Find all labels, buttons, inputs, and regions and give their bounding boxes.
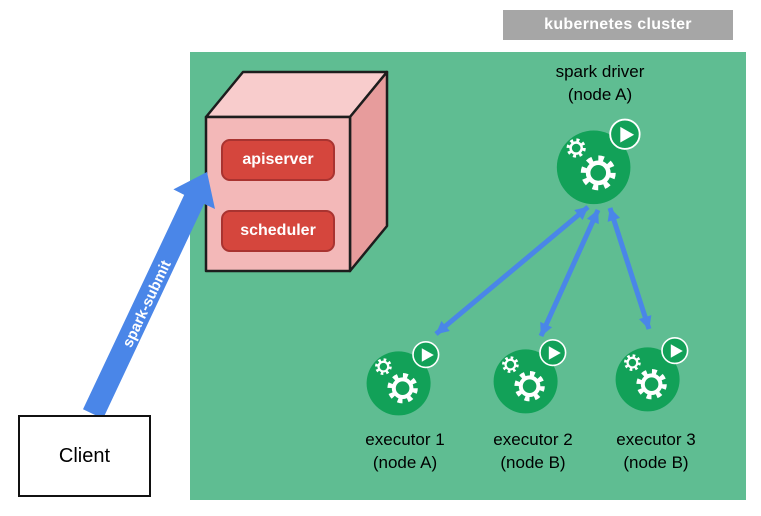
executor-2-pod-icon bbox=[493, 339, 567, 414]
gear-icon bbox=[514, 371, 545, 402]
pod-circle bbox=[615, 347, 680, 412]
executor-1-node: (node A) bbox=[372, 453, 438, 472]
executor-2-node: (node B) bbox=[500, 453, 566, 472]
gear-icon bbox=[387, 373, 418, 404]
gear-icon bbox=[502, 356, 519, 373]
play-icon bbox=[670, 344, 683, 358]
client-box: Client bbox=[18, 415, 151, 497]
executor-3-label: executor 3 (node B) bbox=[586, 428, 726, 474]
executor-3-node: (node B) bbox=[623, 453, 689, 472]
executor-1-title: executor 1 bbox=[365, 430, 445, 449]
kubernetes-cluster-label: kubernetes cluster bbox=[503, 10, 733, 40]
apiserver-box: apiserver bbox=[221, 139, 335, 181]
spark-driver-title: spark driver bbox=[555, 62, 645, 81]
gear-icon bbox=[580, 155, 616, 191]
executor-2-title: executor 2 bbox=[493, 430, 573, 449]
executor-3-pod-icon bbox=[615, 337, 689, 412]
play-icon bbox=[548, 346, 561, 360]
gear-icon bbox=[624, 354, 641, 371]
gear-icon bbox=[375, 358, 392, 375]
gear-icon bbox=[636, 369, 667, 400]
driver-pod-icon bbox=[556, 118, 641, 205]
spark-submit-label: spark-submit bbox=[119, 258, 174, 350]
spark-driver-label: spark driver (node A) bbox=[515, 60, 685, 106]
spark-driver-node: (node A) bbox=[567, 85, 633, 104]
scheduler-box: scheduler bbox=[221, 210, 335, 252]
executor-1-pod-icon bbox=[366, 341, 440, 416]
pod-circle bbox=[556, 130, 631, 205]
play-icon bbox=[421, 348, 434, 362]
executor-3-title: executor 3 bbox=[616, 430, 696, 449]
play-icon bbox=[620, 126, 635, 143]
executor-1-label: executor 1 (node A) bbox=[335, 428, 475, 474]
pod-circle bbox=[493, 349, 558, 414]
executor-2-label: executor 2 (node B) bbox=[463, 428, 603, 474]
pod-circle bbox=[366, 351, 431, 416]
